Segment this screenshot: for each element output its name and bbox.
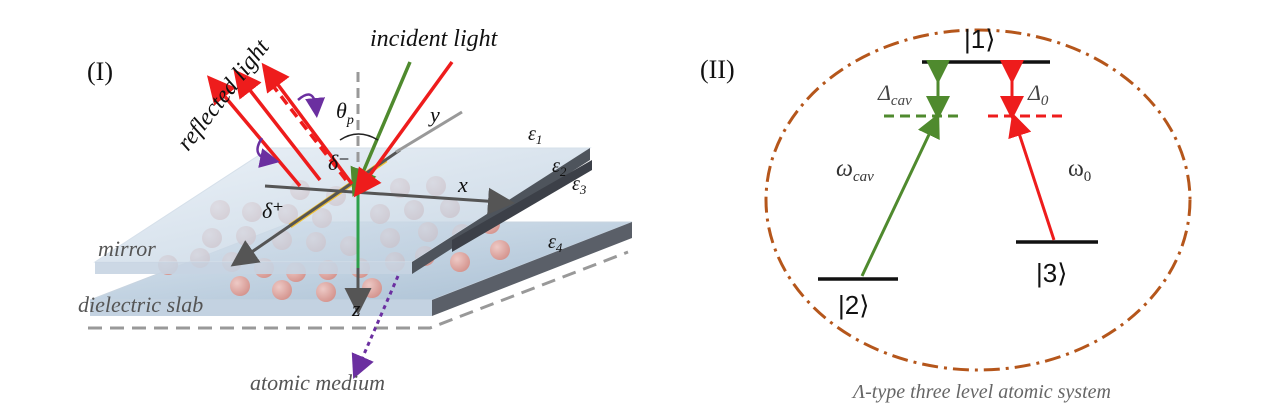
panel-2: (II) |1⟩ |2⟩ |3⟩ Δcav Δ0 ωcav ω0 Λ-type … <box>700 24 1192 403</box>
slab-floor-outline <box>88 250 629 330</box>
reflected-beam-2 <box>206 75 302 188</box>
system-boundary-circle <box>764 28 1192 372</box>
mirror-label: mirror <box>98 236 156 261</box>
panel-1: (I) <box>78 26 633 395</box>
delta-minus-label: δ⁻ <box>328 150 350 175</box>
level-2-label: |2⟩ <box>838 290 869 320</box>
delta-plus-label: δ⁺ <box>262 198 284 223</box>
omega-cav-label: ωcav <box>836 156 874 185</box>
z-axis-label: z <box>351 296 361 321</box>
incident-light-label: incident light <box>370 26 499 52</box>
theta-label: θp <box>336 98 354 128</box>
delta-cav-label: Δcav <box>877 80 912 109</box>
eps2-label: ε2 <box>552 155 567 179</box>
eps4-label: ε4 <box>548 231 563 255</box>
panel-2-caption: Λ-type three level atomic system <box>851 381 1111 403</box>
eps3-label: ε3 <box>572 173 587 197</box>
rotation-arc-2 <box>256 137 280 168</box>
incident-beam-red <box>353 60 454 198</box>
omega-0-label: ω0 <box>1068 156 1091 185</box>
theta-arc <box>339 133 379 141</box>
omega-0-arrow <box>1008 112 1056 241</box>
dielectric-slab-label: dielectric slab <box>78 292 203 317</box>
y-axis-label: y <box>428 102 440 127</box>
level-3-label: |3⟩ <box>1036 258 1067 288</box>
delta-0-label: Δ0 <box>1027 80 1049 109</box>
reflected-beam-3 <box>261 62 354 186</box>
reflected-beam-1 <box>233 68 322 182</box>
y-axis <box>395 110 463 154</box>
atomic-medium-pointer <box>351 275 400 380</box>
rotation-arc-1 <box>297 93 326 118</box>
panel-2-label: (II) <box>700 55 735 84</box>
atomic-medium-label: atomic medium <box>250 370 385 395</box>
incident-beam-green <box>350 61 412 197</box>
panel-1-label: (I) <box>87 57 113 86</box>
eps1-label: ε1 <box>528 123 542 147</box>
mirror-slab-shape <box>93 147 592 274</box>
level-1-label: |1⟩ <box>964 24 995 54</box>
reflected-beam-dashed <box>268 80 348 182</box>
x-axis-label: x <box>457 172 468 197</box>
x-axis <box>264 184 515 215</box>
omega-cav-arrow <box>860 113 940 277</box>
